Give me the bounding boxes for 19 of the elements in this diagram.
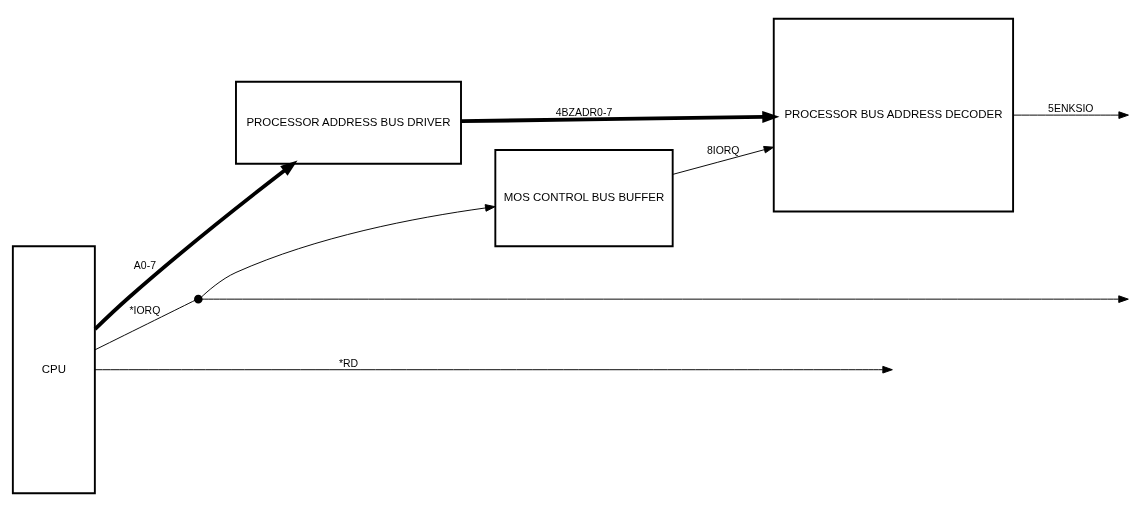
edge-label: 5ENKSIO (1048, 102, 1094, 114)
edge-label: A0-7 (133, 259, 156, 271)
arrow (93, 160, 298, 330)
arrow (200, 203, 496, 298)
edge-label: 8IORQ (706, 144, 740, 156)
node-circle (194, 294, 203, 303)
node-box: PROCESSOR BUS ADDRESS DECODER (772, 17, 1015, 212)
arrow (1012, 110, 1129, 119)
node-box: CPU (11, 244, 96, 494)
edge-label: *IORQ (129, 304, 161, 316)
arrow (201, 294, 1129, 303)
edge-label: 4BZADR0-7 (555, 106, 613, 118)
edge-label: *RD (338, 357, 359, 369)
arrow (94, 365, 893, 373)
arrow (461, 110, 780, 123)
node-box: MOS CONTROL BUS BUFFER (494, 148, 674, 247)
arrow (672, 145, 775, 175)
connector (94, 299, 196, 350)
node-box: PROCESSOR ADDRESS BUS DRIVER (235, 80, 462, 165)
